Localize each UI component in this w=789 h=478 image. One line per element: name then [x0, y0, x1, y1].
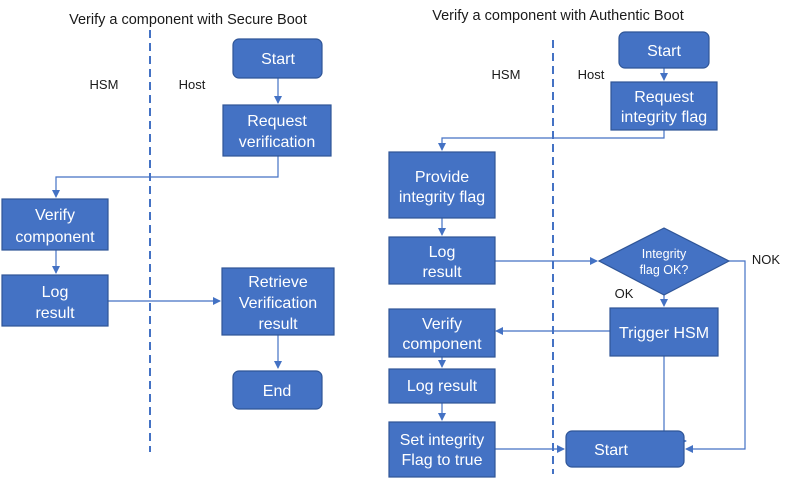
svg-text:Set integrity: Set integrity	[400, 432, 484, 449]
svg-text:Verify: Verify	[422, 316, 462, 333]
svg-text:End: End	[263, 383, 291, 400]
svg-text:verification: verification	[239, 134, 315, 151]
svg-text:Provide: Provide	[415, 169, 469, 186]
authentic-boot-lane-hsm: HSM	[492, 67, 521, 82]
svg-text:Trigger HSM: Trigger HSM	[619, 325, 709, 342]
svg-text:Request: Request	[634, 89, 694, 106]
authentic-boot-lane-host: Host	[578, 67, 605, 82]
secure-boot-verify-component: Verify component	[1, 198, 109, 251]
authentic-boot-log-result-1: Log result	[388, 236, 496, 285]
svg-text:Start: Start	[594, 442, 628, 459]
authentic-boot-integrity-decision: Integrity flag OK?	[597, 227, 731, 296]
authentic-boot-request-flag: Request integrity flag	[610, 81, 718, 131]
secure-boot-connectors	[52, 78, 282, 369]
svg-text:result: result	[258, 316, 298, 333]
svg-text:component: component	[402, 336, 482, 353]
secure-boot-retrieve-result: Retrieve Verification result	[221, 267, 335, 336]
svg-text:Log result: Log result	[407, 378, 478, 395]
authentic-boot-provide-flag: Provide integrity flag	[388, 151, 496, 219]
svg-text:flag OK?: flag OK?	[640, 263, 689, 277]
secure-boot-title: Verify a component with Secure Boot	[69, 12, 307, 28]
svg-text:result: result	[422, 264, 462, 281]
authentic-boot-title: Verify a component with Authentic Boot	[432, 8, 683, 24]
authentic-boot-set-flag: Set integrity Flag to true	[388, 421, 496, 478]
svg-text:Retrieve: Retrieve	[248, 274, 308, 291]
svg-text:Start: Start	[647, 43, 681, 60]
secure-boot-log-result: Log result	[1, 274, 109, 327]
secure-boot-start: Start	[232, 38, 323, 79]
svg-text:Verification: Verification	[239, 295, 317, 312]
secure-boot-end: End	[232, 370, 323, 410]
svg-text:Log: Log	[429, 244, 456, 261]
svg-text:result: result	[35, 305, 75, 322]
svg-text:integrity flag: integrity flag	[399, 189, 485, 206]
authentic-boot-start: Start	[618, 31, 710, 69]
svg-text:component: component	[15, 229, 95, 246]
svg-text:Request: Request	[247, 113, 307, 130]
authentic-boot-trigger-hsm: Trigger HSM	[609, 307, 719, 357]
secure-boot-lane-hsm: HSM	[90, 77, 119, 92]
svg-text:Start: Start	[261, 51, 295, 68]
svg-text:Log: Log	[42, 284, 69, 301]
svg-text:Flag to true: Flag to true	[402, 452, 483, 469]
authentic-boot-ok-label: OK	[615, 286, 634, 301]
svg-text:Integrity: Integrity	[642, 247, 687, 261]
svg-text:Verify: Verify	[35, 207, 75, 224]
secure-boot-lane-host: Host	[179, 77, 206, 92]
authentic-boot-end-start: Start	[565, 430, 685, 468]
svg-text:integrity flag: integrity flag	[621, 109, 707, 126]
authentic-boot-verify-component: Verify component	[388, 308, 496, 358]
authentic-boot-nok-label: NOK	[752, 252, 781, 267]
secure-boot-request-verification: Request verification	[222, 104, 332, 157]
authentic-boot-log-result-2: Log result	[388, 368, 496, 404]
